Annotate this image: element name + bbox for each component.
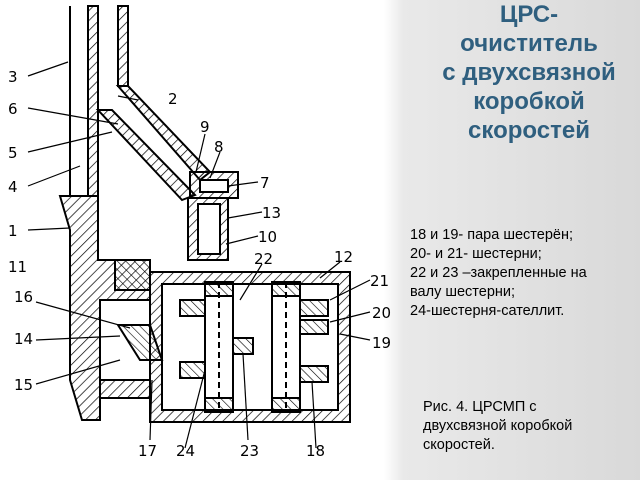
label-1: 1	[8, 222, 18, 240]
label-14: 14	[14, 330, 33, 348]
title-line-3: с двухсвязной	[442, 59, 616, 86]
label-15: 15	[14, 376, 33, 394]
bearing-top-right	[271, 283, 301, 297]
label-11: 11	[8, 258, 27, 276]
gear-22	[179, 299, 206, 317]
label-5: 5	[8, 144, 18, 162]
legend-line: 24-шестерня-сателлит.	[410, 303, 565, 319]
gear-18	[299, 365, 329, 383]
label-9: 9	[200, 118, 210, 136]
main-body	[58, 195, 151, 421]
legend-line: 20- и 21- шестерни;	[410, 246, 542, 262]
rotor-housing-inner	[197, 203, 221, 255]
legend-line: 22 и 23 –закрепленные на	[410, 265, 587, 281]
leader-lines	[27, 61, 371, 449]
label-6: 6	[8, 100, 18, 118]
title-line-2: очиститель	[460, 30, 598, 57]
rotor-head-inner	[199, 179, 229, 193]
label-8: 8	[214, 138, 224, 156]
label-21: 21	[370, 272, 389, 290]
parts-legend: 18 и 19- пара шестерён; 20- и 21- шестер…	[410, 226, 638, 321]
gear-24	[179, 361, 206, 379]
central-shaft	[114, 259, 151, 291]
label-7: 7	[260, 174, 270, 192]
label-17: 17	[138, 442, 157, 460]
gear-23	[232, 337, 254, 355]
legend-line: 18 и 19- пара шестерён;	[410, 227, 573, 243]
label-19: 19	[372, 334, 391, 352]
title-line-5: скоростей	[468, 117, 590, 144]
title-line-1: ЦРС-	[499, 1, 559, 28]
label-3: 3	[8, 68, 18, 86]
legend-line: валу шестерни;	[410, 284, 516, 300]
bevel-gear	[116, 324, 164, 361]
figure-caption: Рис. 4. ЦРСМП с двухсвязной коробкой ско…	[423, 398, 638, 455]
bearing-bottom-left	[204, 397, 234, 411]
lower-channel	[99, 379, 151, 399]
gearbox-cross-section-drawing: 3 2 6 5 4 1 11 9 8 7 13 10 22 12 21 20 1…	[8, 5, 391, 460]
gear-21	[299, 299, 329, 317]
label-24: 24	[176, 442, 195, 460]
gear-20	[299, 319, 329, 335]
caption-line: двухсвязной коробкой	[423, 418, 573, 434]
slide-title: ЦРС- очиститель с двухсвязной коробкой с…	[418, 0, 640, 145]
feed-tube-wall-right	[117, 5, 129, 87]
label-16: 16	[14, 288, 33, 306]
label-23: 23	[240, 442, 259, 460]
label-2: 2	[168, 90, 178, 108]
label-10: 10	[258, 228, 277, 246]
label-22: 22	[254, 250, 273, 268]
bearing-top-left	[204, 283, 234, 297]
label-18: 18	[306, 442, 325, 460]
title-line-4: коробкой	[473, 88, 585, 115]
caption-line: Рис. 4. ЦРСМП с	[423, 399, 537, 415]
feed-tube-wall-left	[87, 5, 99, 197]
label-20: 20	[372, 304, 391, 322]
caption-line: скоростей.	[423, 437, 495, 453]
bearing-bottom-right	[271, 397, 301, 411]
label-13: 13	[262, 204, 281, 222]
label-4: 4	[8, 178, 18, 196]
label-12: 12	[334, 248, 353, 266]
